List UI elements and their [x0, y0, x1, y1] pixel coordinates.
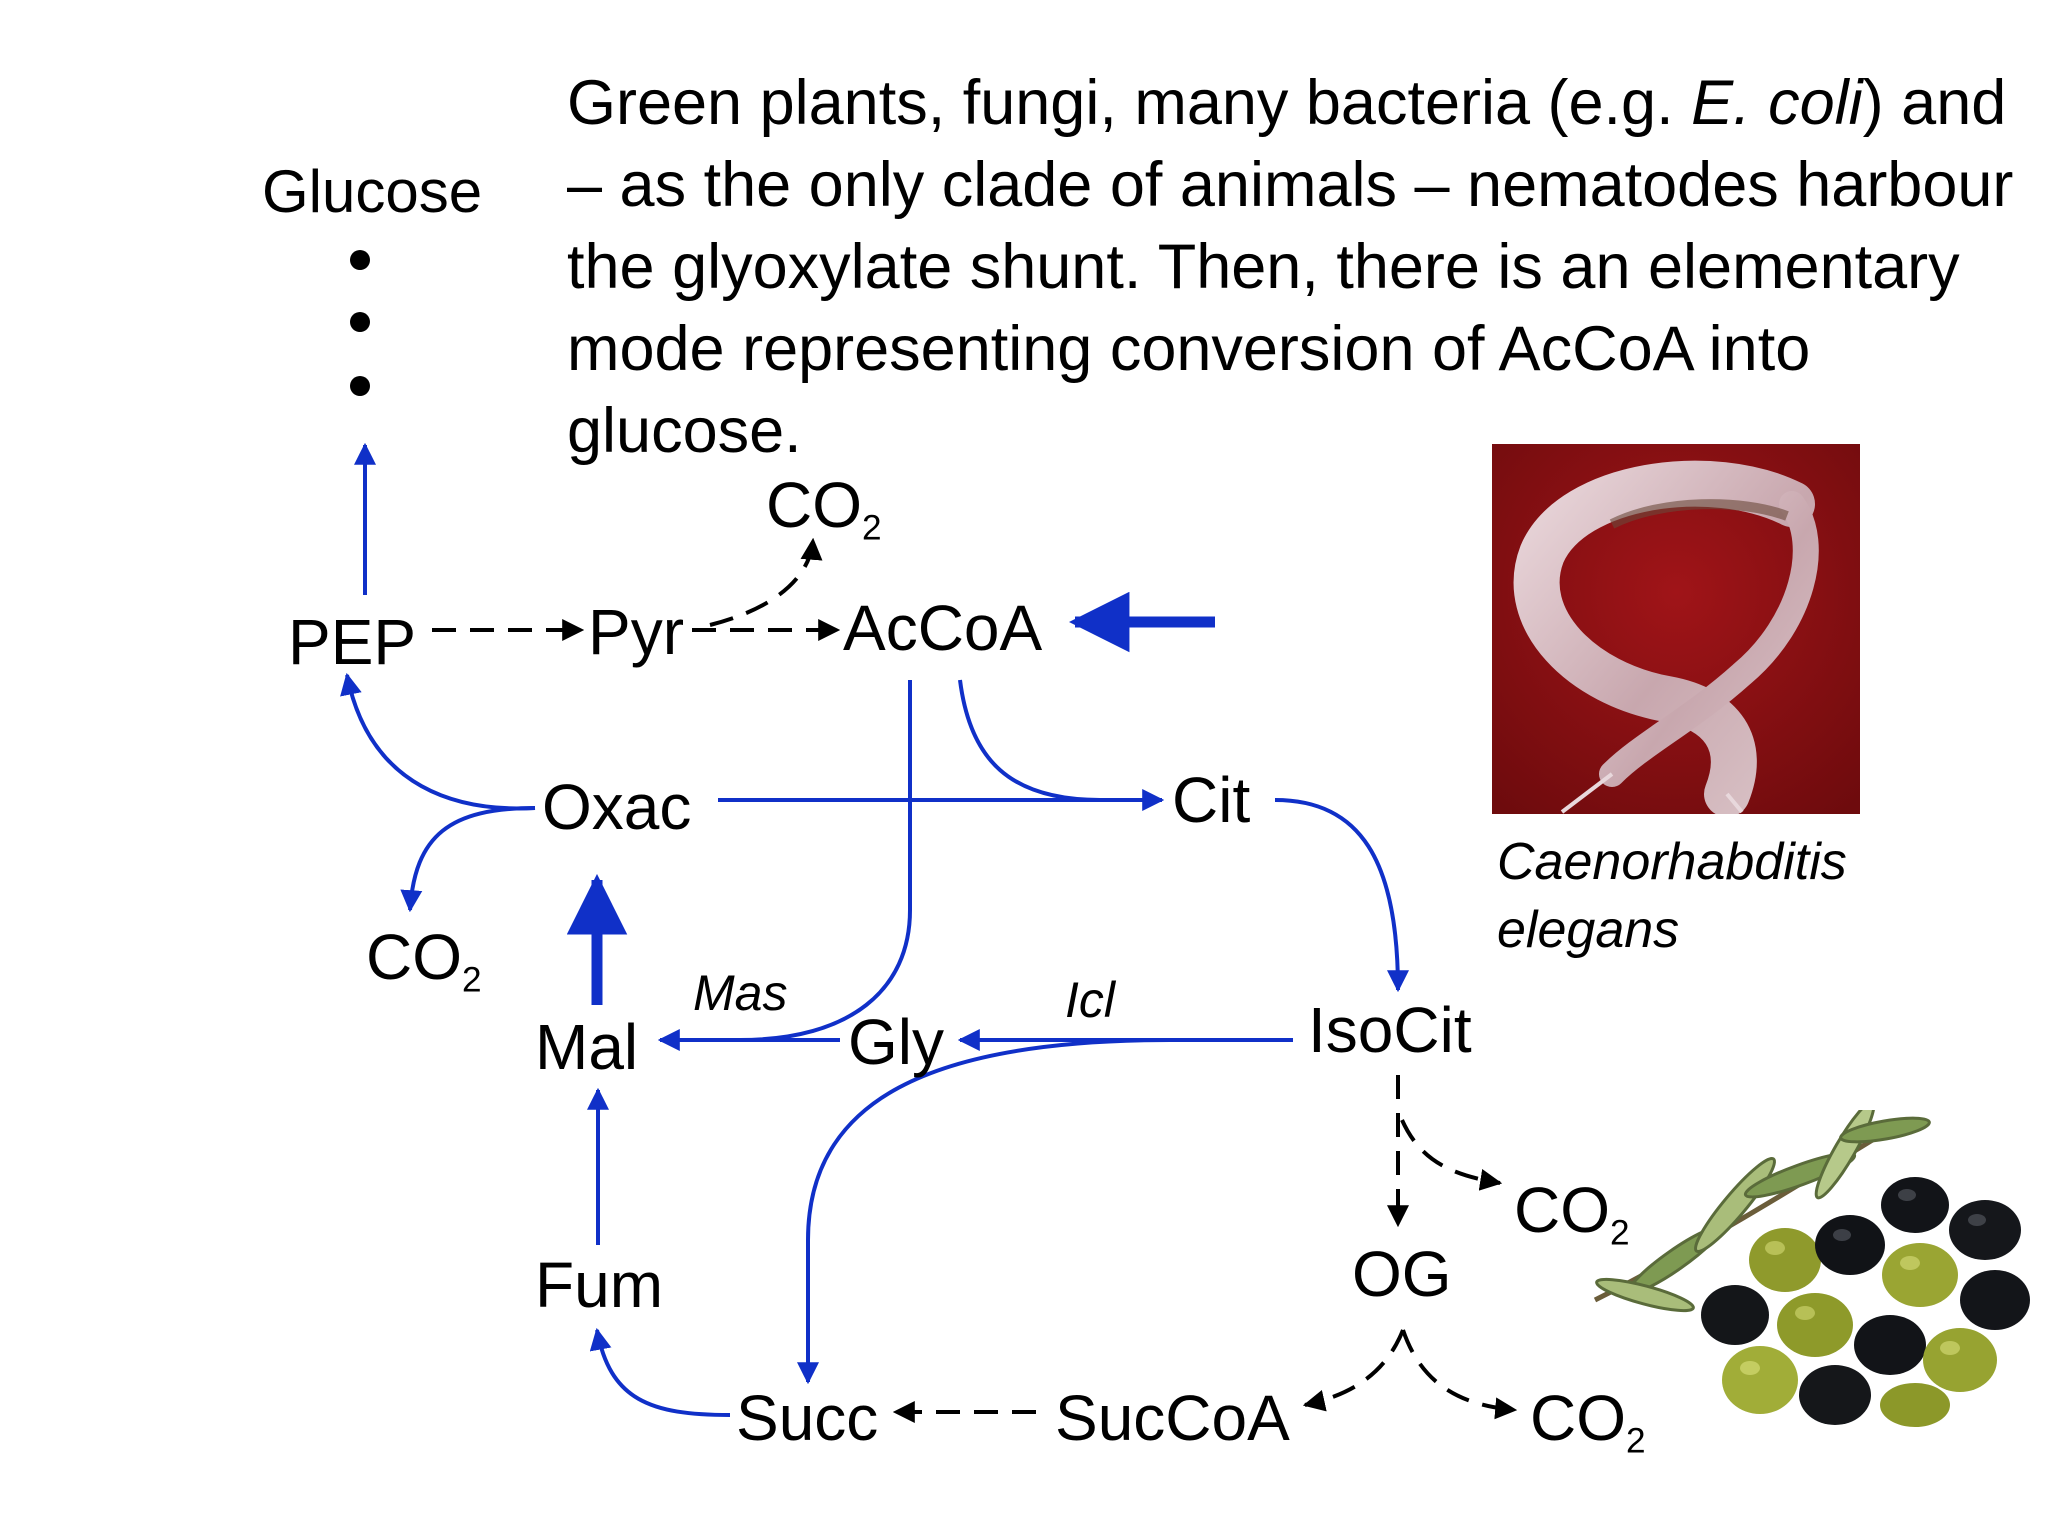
label-og: OG — [1352, 1238, 1452, 1310]
label-co2-og: CO2 — [1530, 1382, 1646, 1461]
olives-photo — [1593, 1110, 2030, 1427]
label-co2-oxac: CO2 — [366, 921, 482, 1000]
intro-ecoli: E. coli — [1691, 68, 1863, 138]
arrow-accoa-to-cit — [958, 679, 1101, 802]
arrow-og-to-co2 — [1401, 1329, 1518, 1420]
label-enzyme-mas: Mas — [693, 965, 788, 1021]
arrow-og-to-succoa — [1302, 1329, 1405, 1412]
label-co2-isocit: CO2 — [1514, 1174, 1630, 1253]
label-mal: Mal — [535, 1011, 639, 1083]
worm-photo — [1492, 444, 1860, 814]
ellipsis-dot-1 — [350, 250, 370, 270]
intro-paragraph: Green plants, fungi, many bacteria (e.g.… — [567, 62, 2037, 472]
label-enzyme-icl: Icl — [1065, 972, 1115, 1028]
arrow-isocit-to-succ — [797, 1038, 1171, 1385]
label-pyr: Pyr — [588, 596, 684, 668]
arrow-pyr-to-co2 — [709, 537, 823, 627]
label-gly: Gly — [848, 1006, 944, 1078]
arrow-succ-to-fum — [589, 1327, 731, 1417]
label-pep: PEP — [288, 606, 417, 678]
label-co2-pyr: CO2 — [766, 469, 882, 548]
intro-text-1: Green plants, fungi, many bacteria (e.g. — [567, 68, 1692, 138]
arrow-isocit-to-co2 — [1400, 1119, 1503, 1191]
intro-text-2: ) and – as the only clade of animals – n… — [567, 68, 2014, 466]
label-oxac: Oxac — [542, 771, 692, 843]
label-isocit: IsoCit — [1308, 994, 1472, 1066]
label-glucose: Glucose — [262, 158, 483, 225]
arrow-accoa-to-mal — [739, 680, 912, 1042]
ellipsis-dot-2 — [350, 312, 370, 332]
label-succ: Succ — [736, 1382, 879, 1454]
arrow-oxac-to-co2 — [400, 806, 536, 913]
arrow-cit-to-isocit — [1274, 798, 1409, 993]
ellipsis-dot-3 — [350, 376, 370, 396]
label-fum: Fum — [535, 1249, 663, 1321]
label-accoa: AcCoA — [843, 592, 1043, 664]
label-cit: Cit — [1172, 764, 1251, 836]
label-succoa: SucCoA — [1055, 1382, 1290, 1454]
arrow-oxac-to-pep — [340, 672, 536, 811]
